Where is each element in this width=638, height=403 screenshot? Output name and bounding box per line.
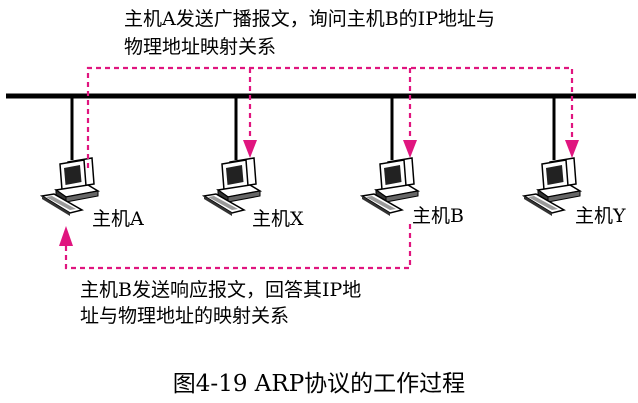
host-b-computer-icon [361,157,419,217]
host-y-label: 主机Y [575,205,626,227]
reply-note-line2: 址与物理地址的映射关系 [80,305,290,327]
arrow-to-y-icon [565,140,579,158]
host-y-computer-icon [523,157,581,217]
figure-caption: 图4-19 ARP协议的工作过程 [172,371,466,397]
reply-path [64,224,412,270]
arrow-to-a-icon [59,226,73,246]
broadcast-path [86,66,574,168]
host-a-computer-icon [41,157,99,217]
arrow-to-x-icon [243,140,257,158]
broadcast-note-line2: 物理地址映射关系 [124,36,277,58]
host-x-label: 主机X [252,208,304,230]
arrow-to-b-icon [403,140,417,158]
broadcast-note-line1: 主机A发送广播报文，询问主机B的IP地址与 [124,8,495,30]
host-b-label: 主机B [412,205,464,227]
reply-note-line1: 主机B发送响应报文，回答其IP地 [80,279,362,301]
host-a-label: 主机A [92,208,144,230]
